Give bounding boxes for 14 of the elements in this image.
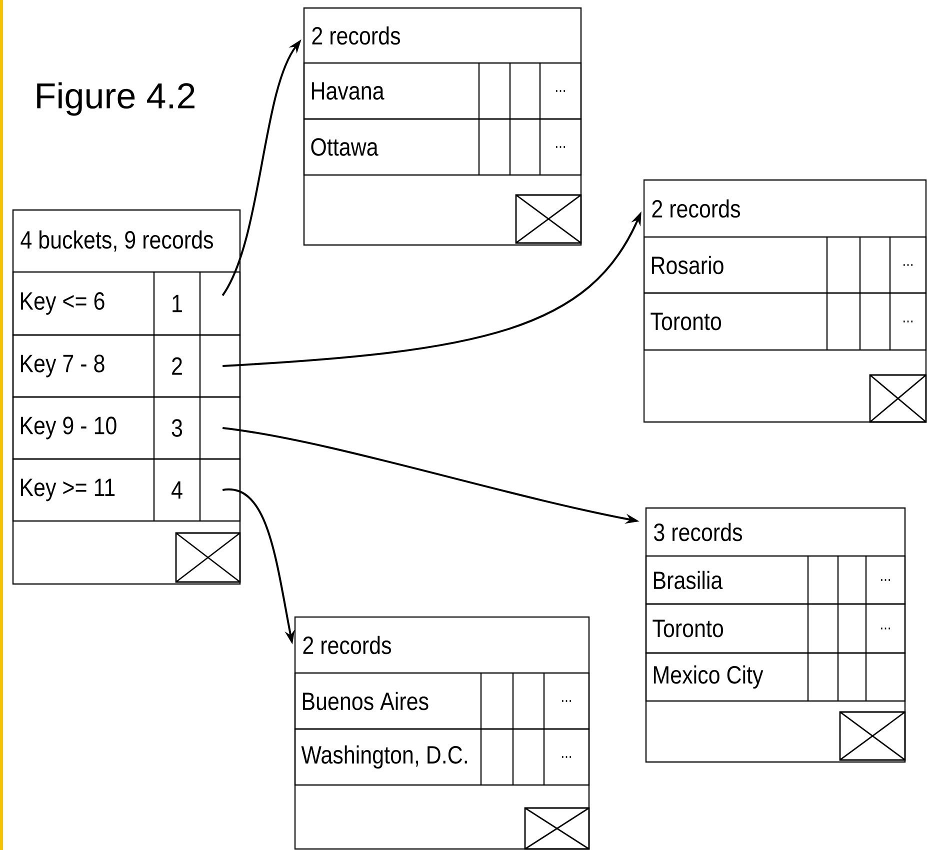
table-row: Buenos Aires ... — [294, 672, 590, 730]
figure-title: Figure 4.2 — [37, 82, 194, 116]
table-row: Key >= 11 4 — [12, 458, 241, 522]
table-row: Toronto ... — [645, 603, 906, 654]
table-row: Mexico City — [645, 652, 906, 702]
table-row: Havana ... — [303, 62, 582, 120]
table-row: Brasilia ... — [645, 555, 906, 605]
table-row: Washington, D.C. ... — [294, 728, 590, 786]
table-row: Key <= 6 1 — [12, 271, 241, 336]
table-row: Ottawa ... — [303, 118, 582, 176]
table-row: Key 7 - 8 2 — [12, 334, 241, 398]
table-row: Toronto ... — [643, 292, 927, 351]
table-row: Rosario ... — [643, 236, 927, 294]
table-row: Key 9 - 10 3 — [12, 396, 241, 460]
